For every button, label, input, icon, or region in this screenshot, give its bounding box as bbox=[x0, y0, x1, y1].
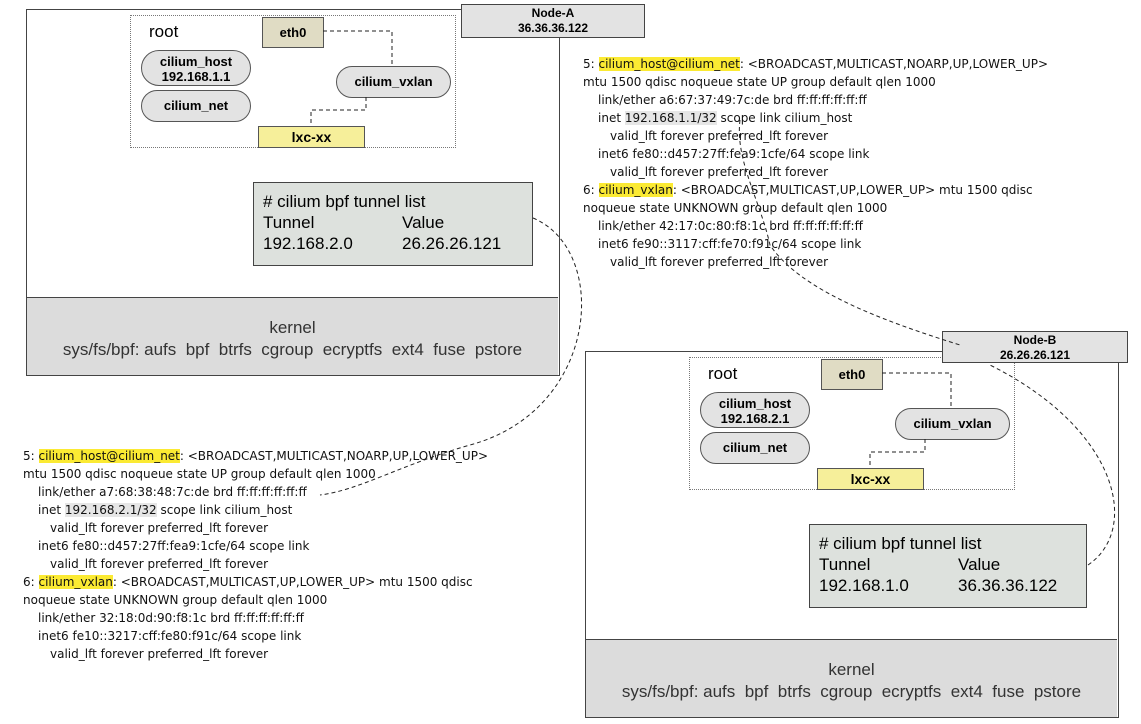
tunnel-endpoint: 26.26.26.121 bbox=[402, 234, 502, 253]
term-line: 5: cilium_host@cilium_net: <BROADCAST,MU… bbox=[583, 57, 1048, 71]
term-line: 5: cilium_host@cilium_net: <BROADCAST,MU… bbox=[23, 449, 488, 463]
node-a-lxc: lxc-xx bbox=[258, 126, 365, 148]
term-line: inet6 fe90::3117:cff:fe70:f91c/64 scope … bbox=[598, 237, 862, 251]
term-line: inet 192.168.2.1/32 scope link cilium_ho… bbox=[38, 503, 293, 517]
term-line: link/ether a7:68:38:48:7c:de brd ff:ff:f… bbox=[38, 485, 307, 499]
highlighted-ip: 192.168.2.1/32 bbox=[64, 503, 157, 517]
term-line: mtu 1500 qdisc noqueue state UP group de… bbox=[583, 75, 936, 89]
tunnel-cidr: 192.168.1.0 bbox=[819, 576, 909, 595]
node-b-bpf-fs: sys/fs/bpf: aufs bpf btrfs cgroup ecrypt… bbox=[621, 682, 1082, 701]
highlighted-ip: 192.168.1.1/32 bbox=[624, 111, 717, 125]
value-col-header: Value bbox=[402, 213, 445, 232]
term-line: inet6 fe80::d457:27ff:fea9:1cfe/64 scope… bbox=[598, 147, 870, 161]
node-a-tunnel-row: 192.168.2.0 26.26.26.121 bbox=[263, 233, 523, 254]
node-a-cilium-host-ip: 192.168.1.1 bbox=[161, 69, 231, 84]
term-line: noqueue state UNKNOWN group default qlen… bbox=[23, 593, 328, 607]
node-b-cilium-vxlan: cilium_vxlan bbox=[895, 408, 1010, 440]
node-b-cilium-host: cilium_host 192.168.2.1 bbox=[700, 392, 810, 428]
node-a-tunnel-title: # cilium bpf tunnel list bbox=[263, 192, 426, 211]
node-b-cilium-net: cilium_net bbox=[700, 432, 810, 464]
node-b-host: root eth0 cilium_host 192.168.2.1 cilium… bbox=[585, 351, 1119, 718]
node-b-lxc: lxc-xx bbox=[817, 468, 924, 490]
node-b-ip-link-output: 5: cilium_host@cilium_net: <BROADCAST,MU… bbox=[23, 447, 543, 663]
node-a-kernel: kernel sys/fs/bpf: aufs bpf btrfs cgroup… bbox=[27, 297, 558, 375]
highlighted-interface: cilium_host@cilium_net bbox=[38, 449, 180, 463]
highlighted-interface: cilium_vxlan bbox=[38, 575, 113, 589]
node-a-ip-link-output: 5: cilium_host@cilium_net: <BROADCAST,MU… bbox=[583, 55, 1103, 271]
term-line: inet6 fe10::3217:cff:fe80:f91c/64 scope … bbox=[38, 629, 302, 643]
term-line: inet 192.168.1.1/32 scope link cilium_ho… bbox=[598, 111, 853, 125]
term-line: mtu 1500 qdisc noqueue state UP group de… bbox=[23, 467, 376, 481]
term-line: 6: cilium_vxlan: <BROADCAST,MULTICAST,UP… bbox=[23, 575, 473, 589]
highlighted-interface: cilium_host@cilium_net bbox=[598, 57, 740, 71]
node-b-tunnel-title: # cilium bpf tunnel list bbox=[819, 534, 982, 553]
value-col-header: Value bbox=[958, 555, 1001, 574]
node-a-kernel-title: kernel bbox=[269, 318, 316, 337]
node-a-tunnel-list: # cilium bpf tunnel list Tunnel Value 19… bbox=[253, 182, 533, 266]
term-line: valid_lft forever preferred_lft forever bbox=[50, 557, 269, 571]
node-b-cilium-host-name: cilium_host bbox=[718, 396, 792, 411]
node-b-eth0: eth0 bbox=[821, 359, 883, 390]
node-b-kernel: kernel sys/fs/bpf: aufs bpf btrfs cgroup… bbox=[586, 639, 1117, 717]
tunnel-col-header: Tunnel bbox=[819, 555, 871, 574]
tunnel-cidr: 192.168.2.0 bbox=[263, 234, 353, 253]
highlighted-interface: cilium_vxlan bbox=[598, 183, 673, 197]
node-b-tunnel-list: # cilium bpf tunnel list Tunnel Value 19… bbox=[809, 524, 1087, 608]
tunnel-endpoint: 36.36.36.122 bbox=[958, 576, 1058, 595]
node-b-cilium-host-ip: 192.168.2.1 bbox=[720, 411, 790, 426]
node-a-root-label: root bbox=[149, 22, 179, 41]
node-a-cilium-host: cilium_host 192.168.1.1 bbox=[141, 50, 251, 86]
node-b-root-label: root bbox=[708, 364, 738, 383]
term-line: valid_lft forever preferred_lft forever bbox=[50, 521, 269, 535]
node-b-kernel-title: kernel bbox=[828, 660, 875, 679]
node-b-tunnel-row: 192.168.1.0 36.36.36.122 bbox=[819, 575, 1077, 596]
term-line: valid_lft forever preferred_lft forever bbox=[610, 129, 829, 143]
node-a-eth0: eth0 bbox=[262, 17, 324, 48]
tunnel-col-header: Tunnel bbox=[263, 213, 315, 232]
term-line: link/ether 32:18:0d:90:f8:1c brd ff:ff:f… bbox=[38, 611, 304, 625]
term-line: 6: cilium_vxlan: <BROADCAST,MULTICAST,UP… bbox=[583, 183, 1033, 197]
term-line: noqueue state UNKNOWN group default qlen… bbox=[583, 201, 888, 215]
term-line: inet6 fe80::d457:27ff:fea9:1cfe/64 scope… bbox=[38, 539, 310, 553]
node-a-cilium-net: cilium_net bbox=[141, 90, 251, 122]
term-line: link/ether a6:67:37:49:7c:de brd ff:ff:f… bbox=[598, 93, 867, 107]
node-a-tunnel-header: Tunnel Value bbox=[263, 212, 523, 233]
term-line: valid_lft forever preferred_lft forever bbox=[610, 165, 829, 179]
node-a-cilium-vxlan: cilium_vxlan bbox=[336, 66, 451, 98]
node-a-cilium-host-name: cilium_host bbox=[159, 54, 233, 69]
term-line: link/ether 42:17:0c:80:f8:1c brd ff:ff:f… bbox=[598, 219, 863, 233]
node-a-host: root eth0 cilium_host 192.168.1.1 cilium… bbox=[26, 9, 560, 376]
term-line: valid_lft forever preferred_lft forever bbox=[610, 255, 829, 269]
term-line: valid_lft forever preferred_lft forever bbox=[50, 647, 269, 661]
node-b-tunnel-header: Tunnel Value bbox=[819, 554, 1077, 575]
node-a-bpf-fs: sys/fs/bpf: aufs bpf btrfs cgroup ecrypt… bbox=[62, 340, 523, 359]
